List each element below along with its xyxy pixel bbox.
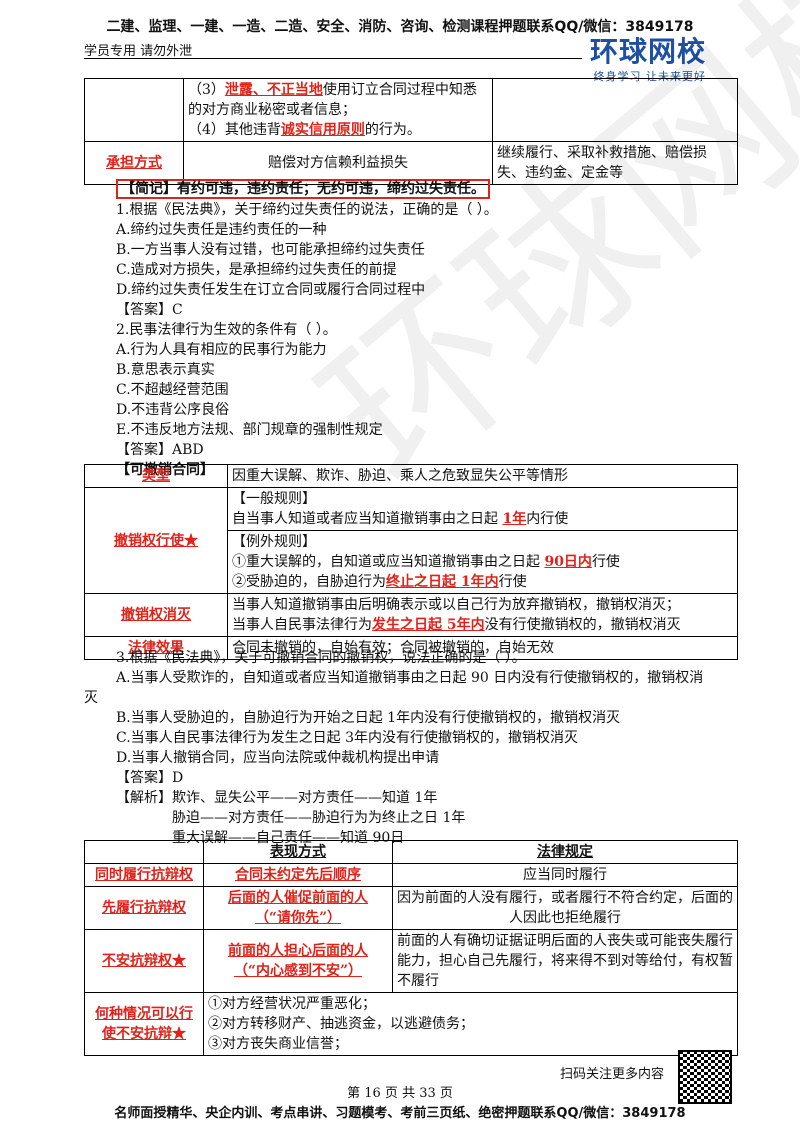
q3-stem: 3.根据《民法典》，关于可撤销合同的撤销权，说法正确的是（ ）。 xyxy=(116,650,526,666)
cell-prior-right: 因为前面的人没有履行，或者履行不符合约定，后面的人因此也拒绝履行 xyxy=(392,886,738,930)
cell-simultaneous-right: 应当同时履行 xyxy=(392,863,738,887)
header-divider xyxy=(84,58,582,59)
cell-type: 因重大误解、欺诈、胁迫、乘人之危致显失公平等情形 xyxy=(227,464,738,488)
liability-table: （3）泄露、不正当地使用订立合同过程中知悉的对方商业秘密或者信息； （4）其他违… xyxy=(84,78,738,185)
q3-option-b: B.当事人受胁迫的，自胁迫行为开始之日起 1年内没有行使撤销权的，撤销权消灭 xyxy=(116,710,621,726)
q3-option-a: A.当事人受欺诈的，自知道或者应当知道撤销事由之日起 90 日内没有行使撤销权的… xyxy=(116,670,704,686)
header-manifestation: 表现方式 xyxy=(203,840,393,864)
cell-behaviors: （3）泄露、不正当地使用订立合同过程中知悉的对方商业秘密或者信息； （4）其他违… xyxy=(183,78,493,142)
cell-insecurity-right: 前面的人有确切证据证明后面的人丧失或可能丧失履行能力，担心自己先履行，将来得不到… xyxy=(392,929,738,993)
footer-contact: 名师面授精华、央企内训、考点串讲、习题模考、考前三页纸、绝密押题联系QQ/微信：… xyxy=(114,1106,686,1121)
cell-bearing-right: 继续履行、采取补救措施、赔偿损失、违约金、定金等 xyxy=(492,141,738,185)
q3-option-d: D.当事人撤销合同，应当向法院或仲裁机构提出申请 xyxy=(116,750,440,766)
cell-extinct: 当事人知道撤销事由后明确表示或以自己行为放弃撤销权，撤销权消灭； 当事人自民事法… xyxy=(227,593,738,637)
q2-option-e: E.不违反地方法规、部门规章的强制性规定 xyxy=(116,422,383,438)
qr-caption: 扫码关注更多内容 xyxy=(560,1067,665,1082)
label-insecurity: 不安抗辩权★ xyxy=(84,929,204,993)
q1-option-b: B.一方当事人没有过错，也可能承担缔约过失责任 xyxy=(116,242,425,258)
label-type: 类型 xyxy=(84,464,228,488)
cell-exception-rule: 【例外规则】 ①重大误解的，自知道或应当知道撤销事由之日起 90日内行使 ②受胁… xyxy=(227,530,738,594)
header-contact: 二建、监理、一建、一造、二造、安全、消防、咨询、检测课程押题联系QQ/微信：38… xyxy=(106,19,694,35)
q3-analysis-1: 【解析】欺诈、显失公平——对方责任——知道 1年 xyxy=(116,790,438,806)
q1-option-a: A.缔约过失责任是违约责任的一种 xyxy=(116,222,327,238)
label-extinct: 撤销权消灭 xyxy=(84,593,228,637)
q1-stem: 1.根据《民法典》，关于缔约过失责任的说法，正确的是（ ）。 xyxy=(116,202,498,218)
q2-answer: 【答案】ABD xyxy=(116,442,204,458)
qr-code-icon xyxy=(678,1050,732,1104)
label-prior-performance: 先履行抗辩权 xyxy=(84,886,204,930)
cell-general-rule: 【一般规则】 自当事人知道或者应当知道撤销事由之日起 1年内行使 xyxy=(227,487,738,531)
brand-logo: 环球网校 终身学习 让未来更好 xyxy=(590,30,706,84)
label-bearing-method: 承担方式 xyxy=(84,141,184,185)
q2-option-a: A.行为人具有相应的民事行为能力 xyxy=(116,342,327,358)
header-notice: 学员专用 请勿外泄 xyxy=(84,44,193,59)
note-line: 【简记】有约可违，违约责任；无约可违，缔约过失责任。 xyxy=(116,179,490,199)
q3-option-c: C.当事人自民事法律行为发生之日起 3年内没有行使撤销权的，撤销权消灭 xyxy=(116,730,579,746)
q1-answer: 【答案】C xyxy=(116,302,183,318)
q3-analysis-2: 胁迫——对方责任——胁迫行为为终止之日 1年 xyxy=(172,810,466,826)
label-exercise: 撤销权行使★ xyxy=(84,487,228,594)
header-legal-rule: 法律规定 xyxy=(392,840,738,864)
q2-option-b: B.意思表示真实 xyxy=(116,362,215,378)
revocable-contract-table: 类型 因重大误解、欺诈、胁迫、乘人之危致显失公平等情形 撤销权行使★ 【一般规则… xyxy=(84,464,738,660)
q1-option-c: C.造成对方损失，是承担缔约过失责任的前提 xyxy=(116,262,397,278)
label-when-insecurity: 何种情况可以行使不安抗辩★ xyxy=(84,992,204,1056)
cell-effect: 合同未撤销的，自始有效；合同被撤销的，自始无效 xyxy=(227,636,738,660)
cell-simultaneous-mid: 合同未约定先后顺序 xyxy=(203,863,393,887)
q1-option-d: D.缔约过失责任发生在订立合同或履行合同过程中 xyxy=(116,282,426,298)
defense-rights-table: 表现方式 法律规定 同时履行抗辩权 合同未约定先后顺序 应当同时履行 先履行抗辩… xyxy=(84,840,738,1056)
q2-option-d: D.不违背公序良俗 xyxy=(116,402,230,418)
logo-text: 环球网校 xyxy=(590,35,707,68)
q2-stem: 2.民事法律行为生效的条件有（ ）。 xyxy=(116,322,337,338)
q2-option-c: C.不超越经营范围 xyxy=(116,382,229,398)
q3-option-a-cont: 灭 xyxy=(84,690,98,706)
cell-prior-mid: 后面的人催促前面的人（“请你先”） xyxy=(203,886,393,930)
q3-answer: 【答案】D xyxy=(116,770,184,786)
cell-bearing-mid: 赔偿对方信赖利益损失 xyxy=(183,141,493,185)
note-box: 【简记】有约可违，违约责任；无约可违，缔约过失责任。 xyxy=(116,179,490,199)
cell-insecurity-mid: 前面的人担心后面的人（“内心感到不安”） xyxy=(203,929,393,993)
page-number: 第 16 页 共 33 页 xyxy=(347,1086,453,1101)
cell-when-insecurity: ①对方经营状况严重恶化； ②对方转移财产、抽逃资金，以逃避债务； ③对方丧失商业… xyxy=(203,992,738,1056)
label-simultaneous: 同时履行抗辩权 xyxy=(84,863,204,887)
